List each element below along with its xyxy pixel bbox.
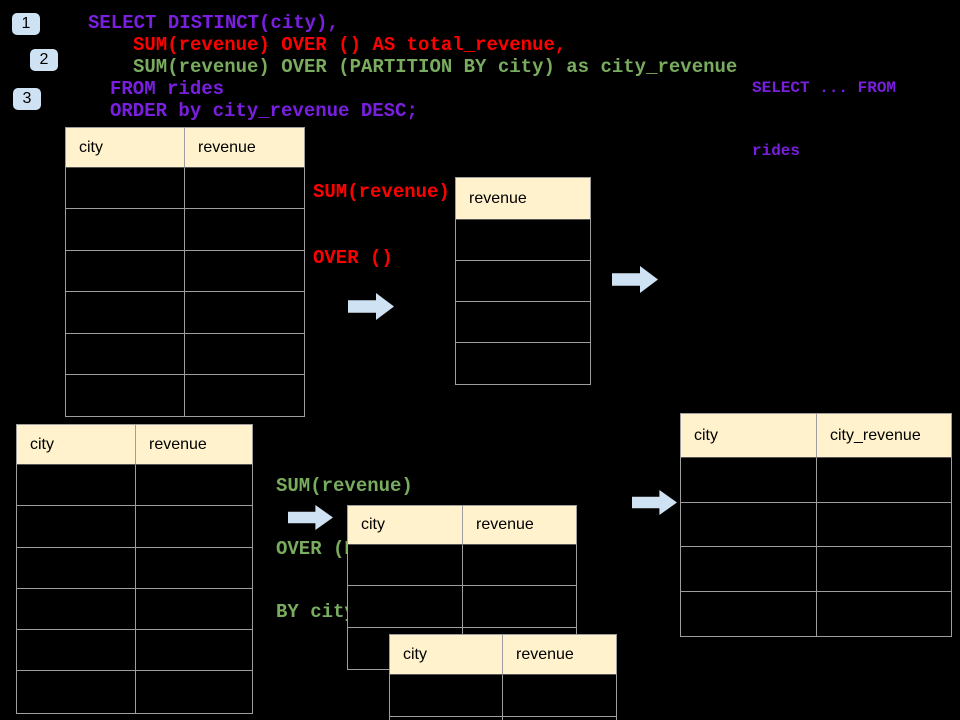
table-cell: [456, 220, 590, 261]
table-partition-step-header-city: city: [348, 506, 463, 545]
table-cell: [348, 586, 463, 628]
table-cell: [66, 168, 185, 210]
step-badge-1: 1: [11, 12, 41, 36]
table-city-revenue-header-city-revenue: city_revenue: [817, 414, 951, 458]
table-cell: [390, 675, 503, 717]
side-note-line-2: rides: [752, 142, 801, 160]
table-cell: [185, 251, 304, 293]
table-cell: [66, 374, 185, 417]
table-cell: [185, 209, 304, 251]
step-badge-2-label: 2: [39, 51, 49, 68]
table-cell: [348, 545, 463, 587]
sql-line-order-by: ORDER by city_revenue DESC;: [110, 100, 418, 122]
table-cell: [456, 261, 590, 302]
table-source-top-header-city: city: [66, 128, 185, 168]
right-arrow-icon: [348, 293, 394, 320]
table-partition-overlay-header-city: city: [390, 635, 503, 675]
table-cell: [17, 506, 136, 548]
table-partition-overlay-header-revenue: revenue: [503, 635, 616, 675]
table-cell: [817, 547, 951, 592]
table-source-bottom: city revenue: [16, 424, 253, 714]
table-partition-step-header-revenue: revenue: [463, 506, 576, 545]
table-city-revenue-header-city: city: [681, 414, 817, 458]
table-cell: [681, 591, 817, 636]
annotation-total-line-1: SUM(revenue): [313, 181, 450, 203]
right-arrow-icon: [612, 266, 658, 293]
annotation-sum-over-empty: SUM(revenue) OVER (): [313, 137, 450, 313]
table-cell: [17, 630, 136, 672]
right-arrow-icon: [632, 490, 677, 515]
annotation-partition-line-1: SUM(revenue): [276, 475, 413, 497]
table-cell: [66, 292, 185, 334]
table-cell: [503, 675, 616, 717]
table-cell: [456, 302, 590, 343]
table-cell: [185, 334, 304, 375]
table-cell: [817, 592, 951, 637]
table-total-revenue-header: revenue: [456, 178, 590, 220]
table-city-revenue-result: city city_revenue: [680, 413, 952, 637]
table-cell: [185, 168, 304, 210]
table-cell: [463, 586, 576, 628]
table-cell: [66, 250, 185, 293]
sql-line-from: FROM rides: [110, 78, 225, 100]
table-cell: [17, 465, 136, 507]
table-cell: [136, 548, 252, 589]
table-cell: [681, 502, 817, 547]
table-cell: [817, 458, 951, 503]
table-cell: [136, 630, 252, 672]
step-badge-2: 2: [29, 48, 59, 72]
side-note-line-1: SELECT ... FROM: [752, 79, 897, 97]
table-cell: [66, 209, 185, 251]
step-badge-3-label: 3: [22, 90, 32, 107]
table-source-top: city revenue: [65, 127, 305, 418]
table-cell: [681, 458, 817, 503]
table-cell: [17, 588, 136, 631]
side-note-select-from-rides: SELECT ... FROM rides: [752, 36, 896, 204]
table-source-top-header-revenue: revenue: [185, 128, 304, 168]
table-total-revenue-result: revenue: [455, 177, 591, 385]
table-cell: [66, 333, 185, 375]
table-cell: [185, 292, 304, 334]
table-cell: [136, 589, 252, 631]
step-badge-3: 3: [12, 87, 42, 111]
table-cell: [817, 503, 951, 547]
table-cell: [681, 547, 817, 592]
table-source-bottom-header-city: city: [17, 425, 136, 465]
step-badge-1-label: 1: [21, 15, 31, 32]
table-cell: [136, 506, 252, 548]
annotation-total-line-2: OVER (): [313, 247, 393, 269]
table-cell: [185, 375, 304, 416]
table-cell: [390, 717, 503, 720]
table-cell: [17, 547, 136, 589]
table-cell: [136, 671, 252, 712]
table-cell: [463, 545, 576, 587]
table-partition-step-overlay: city revenue: [389, 634, 617, 720]
table-cell: [136, 465, 252, 507]
sql-line-sum-over-partition: SUM(revenue) OVER (PARTITION BY city) as…: [133, 56, 738, 78]
sql-line-select-distinct: SELECT DISTINCT(city),: [88, 12, 339, 34]
table-source-bottom-header-revenue: revenue: [136, 425, 252, 465]
table-cell: [17, 671, 136, 713]
sql-line-sum-over-total: SUM(revenue) OVER () AS total_revenue,: [133, 34, 567, 56]
right-arrow-icon: [288, 505, 333, 530]
table-cell: [456, 343, 590, 384]
